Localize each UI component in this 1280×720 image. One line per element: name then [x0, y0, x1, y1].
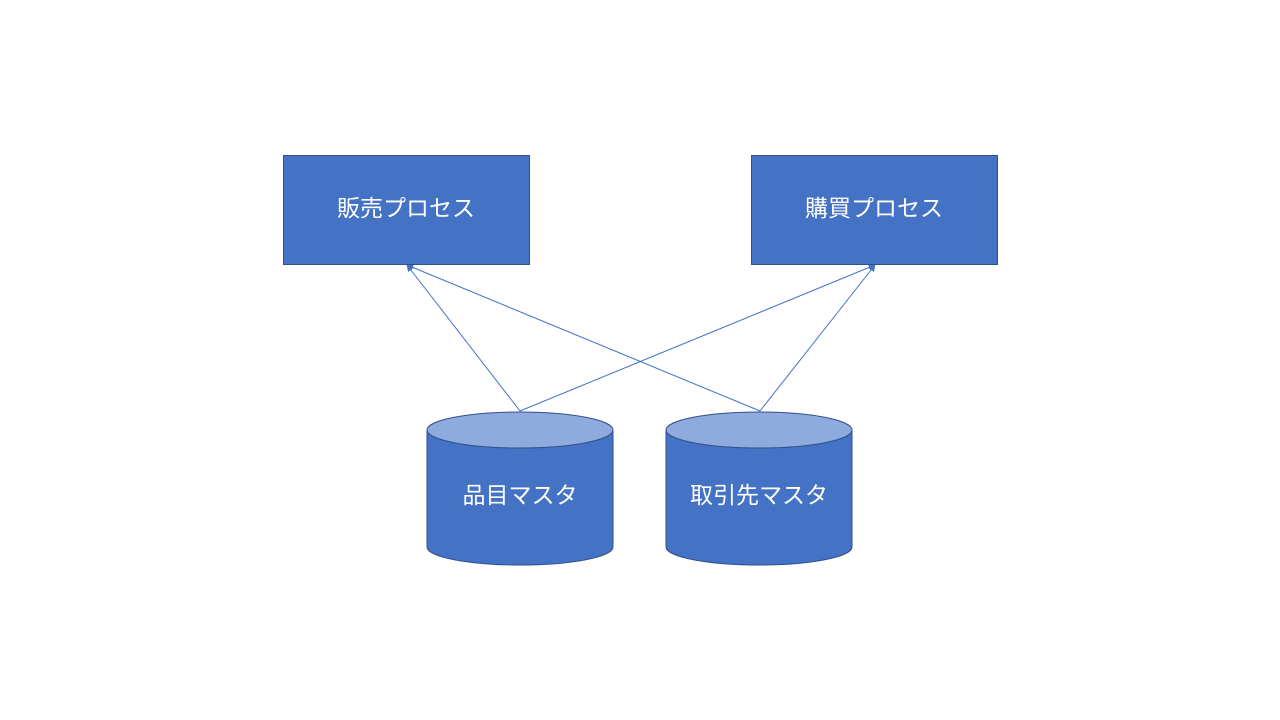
- connectors: [406, 264, 876, 412]
- database-cylinder-partner-label: 取引先マスタ: [690, 483, 828, 509]
- database-cylinder-partner[interactable]: 取引先マスタ: [665, 411, 853, 566]
- database-cylinder-item-top: [426, 411, 614, 449]
- process-box-purchase-label: 購買プロセス: [805, 196, 943, 222]
- connector-partner-to-sales: [406, 264, 761, 412]
- process-box-purchase-rect: [751, 155, 998, 265]
- database-cylinder-partner-body: [665, 429, 853, 566]
- process-box-purchase[interactable]: 購買プロセス: [751, 155, 998, 265]
- process-box-sales-rect: [283, 155, 530, 265]
- process-box-sales[interactable]: 販売プロセス: [283, 155, 530, 265]
- connector-partner-to-purchase: [759, 264, 876, 412]
- database-cylinder-item[interactable]: 品目マスタ: [426, 411, 614, 566]
- connector-item-to-sales: [406, 264, 521, 412]
- database-cylinder-item-label: 品目マスタ: [463, 483, 578, 509]
- database-cylinder-item-body: [426, 429, 614, 566]
- process-box-sales-label: 販売プロセス: [337, 196, 475, 222]
- connector-item-to-purchase: [519, 264, 876, 412]
- database-cylinder-partner-top: [665, 411, 853, 449]
